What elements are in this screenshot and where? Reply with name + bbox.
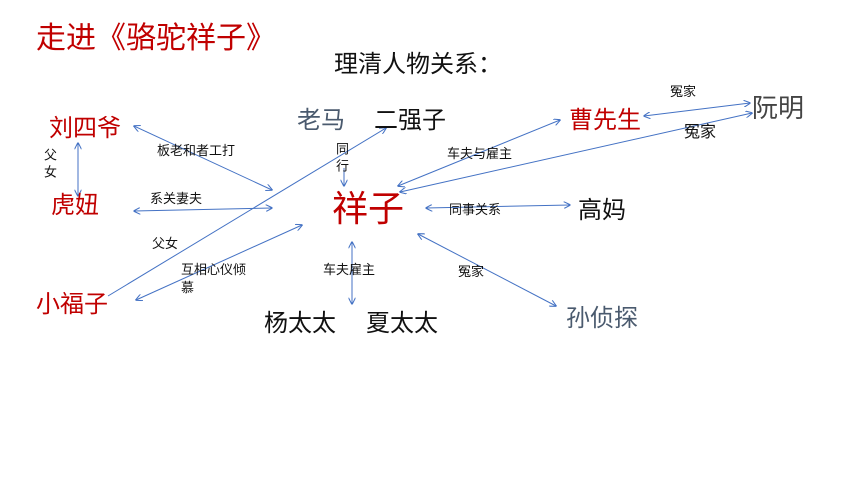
- node-yangtaitai: 杨太太: [264, 309, 336, 337]
- label-taitai-xiangzi: 车夫雇主: [323, 263, 376, 278]
- node-huniu: 虎妞: [51, 191, 99, 219]
- node-xiangzi: 祥子: [332, 189, 405, 230]
- arrow-xiaofuzi-xiangzi: [136, 225, 302, 300]
- node-caoxiansheng: 曹先生: [569, 106, 641, 134]
- node-erqiangzi: 二强子: [374, 106, 446, 134]
- node-liusiye: 刘四爷: [49, 114, 121, 142]
- arrow-liusiye-xiangzi: [134, 126, 272, 190]
- arrow-huniu-xiangzi: [134, 208, 272, 211]
- slide-subtitle: 理清人物关系：: [334, 50, 502, 78]
- node-laoma: 老马: [297, 106, 345, 134]
- label-cao-xiangzi: 车夫与雇主: [447, 147, 513, 162]
- label-laoma-xiangzi: 同行: [333, 142, 348, 176]
- node-ruanming: 阮明: [752, 94, 805, 124]
- label-cao-ruanming: 冤家: [670, 85, 697, 100]
- label-xiaofuzi-xiangzi: 互相心仪倾慕: [181, 263, 247, 296]
- label-ruanming-xiangzi: 冤家: [684, 122, 717, 141]
- label-erqiangzi-xiaofuzi: 父女: [152, 237, 179, 252]
- node-xiataitai: 夏太太: [366, 309, 438, 337]
- slide-title: 走进《骆驼祥子》: [36, 21, 276, 56]
- node-gaoma: 高妈: [578, 196, 626, 224]
- arrow-cao-ruanming: [644, 103, 750, 116]
- arrow-gaoma-xiangzi: [426, 205, 570, 208]
- label-huniu-xiangzi: 系关妻夫: [150, 192, 203, 207]
- label-liusiye-xiangzi: 板老和者工打: [157, 144, 236, 159]
- node-sunzhentan: 孙侦探: [566, 304, 638, 332]
- label-gaoma-xiangzi: 同事关系: [449, 203, 502, 218]
- arrow-sun-xiangzi: [418, 234, 556, 306]
- label-sun-xiangzi: 冤家: [458, 265, 485, 280]
- label-liusiye-huniu: 父女: [41, 148, 56, 182]
- arrow-ruanming-xiangzi: [400, 113, 752, 192]
- node-xiaofuzi: 小福子: [36, 290, 108, 318]
